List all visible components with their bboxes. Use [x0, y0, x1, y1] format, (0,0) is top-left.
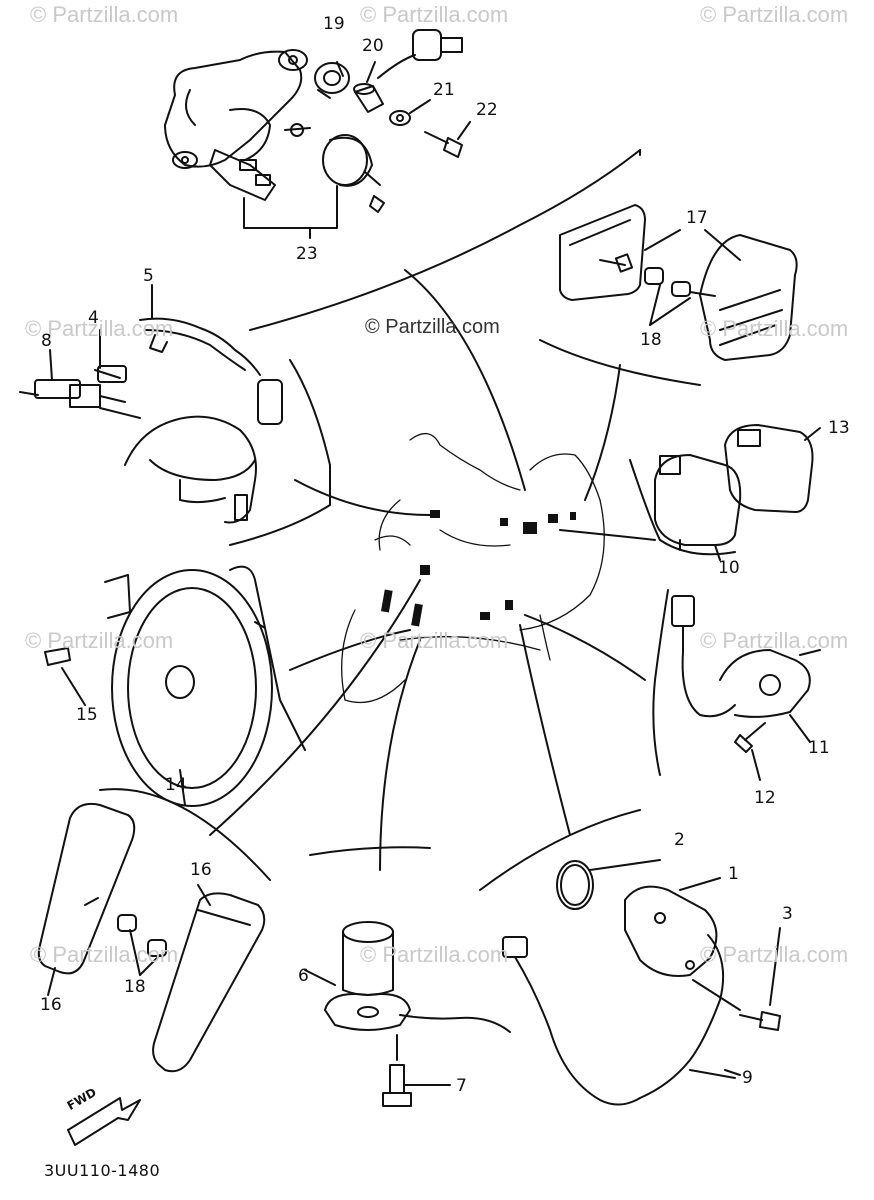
side-reflectors [37, 802, 266, 1073]
separator-left [229, 359, 331, 546]
callout-13: 13 [828, 418, 850, 438]
watermark-2: © Partzilla.com [360, 2, 509, 27]
arrow-bottom-center [379, 639, 421, 871]
watermark-8: © Partzilla.com [700, 628, 849, 653]
arrow-right-mid [559, 529, 656, 541]
callout-3: 3 [782, 904, 793, 924]
watermark-1: © Partzilla.com [30, 2, 179, 27]
arrow-bottom-right [519, 624, 571, 836]
callout-15: 15 [76, 705, 98, 725]
callout-12: 12 [754, 788, 776, 808]
watermark-10: © Partzilla.com [360, 942, 509, 967]
watermark-11: © Partzilla.com [700, 942, 849, 967]
watermark-4: © Partzilla.com [25, 316, 174, 341]
watermark-3: © Partzilla.com [700, 2, 849, 27]
callout-5: 5 [143, 266, 154, 286]
solenoid-group [324, 921, 511, 1107]
callout-2: 2 [674, 830, 685, 850]
callout-18b: 18 [124, 977, 146, 997]
center-connectors [380, 510, 576, 627]
watermark-5: © Partzilla.com [700, 316, 849, 341]
callout-11: 11 [808, 738, 830, 758]
arrow-left-top [294, 479, 431, 516]
watermark-6: © Partzilla.com [25, 628, 174, 653]
arrow-left-low [289, 629, 411, 671]
callout-16b: 16 [190, 860, 212, 880]
callout-4: 4 [88, 308, 99, 328]
arrow-right-low [524, 614, 646, 681]
arrow-right-top [584, 364, 621, 501]
separator-lamp [539, 339, 701, 386]
fwd-arrow [67, 1097, 141, 1146]
callout-18a: 18 [640, 330, 662, 350]
callout-7: 7 [456, 1076, 467, 1096]
callout-8: 8 [41, 331, 52, 351]
reflector-rear-group [559, 204, 798, 361]
watermark-9: © Partzilla.com [30, 942, 179, 967]
callout-17: 17 [686, 208, 708, 228]
horn [44, 569, 273, 807]
callout-20: 20 [362, 36, 384, 56]
callout-22: 22 [476, 100, 498, 120]
motorcycle-outline [341, 433, 605, 704]
sensor-assembly-top [164, 29, 471, 239]
arrow-bottom-left [209, 579, 421, 836]
callout-19: 19 [323, 14, 345, 34]
separator-top [249, 149, 641, 331]
callout-16a: 16 [40, 995, 62, 1015]
callout-10: 10 [718, 558, 740, 578]
sensor-bottom-group [502, 859, 781, 1106]
diagram-reference: 3UU110-1480 [44, 1161, 161, 1180]
callout-23: 23 [296, 244, 318, 264]
left-switch-group [19, 317, 283, 524]
callout-6: 6 [298, 966, 309, 986]
callout-1: 1 [728, 864, 739, 884]
neutral-switch-group [671, 595, 821, 753]
callout-9: 9 [742, 1068, 753, 1088]
relay-group [654, 424, 814, 551]
callout-21: 21 [433, 80, 455, 100]
watermark-center: © Partzilla.com [365, 316, 500, 338]
watermark-7: © Partzilla.com [360, 628, 509, 653]
callout-14: 14 [165, 775, 187, 795]
arrow-top-center [404, 269, 526, 491]
